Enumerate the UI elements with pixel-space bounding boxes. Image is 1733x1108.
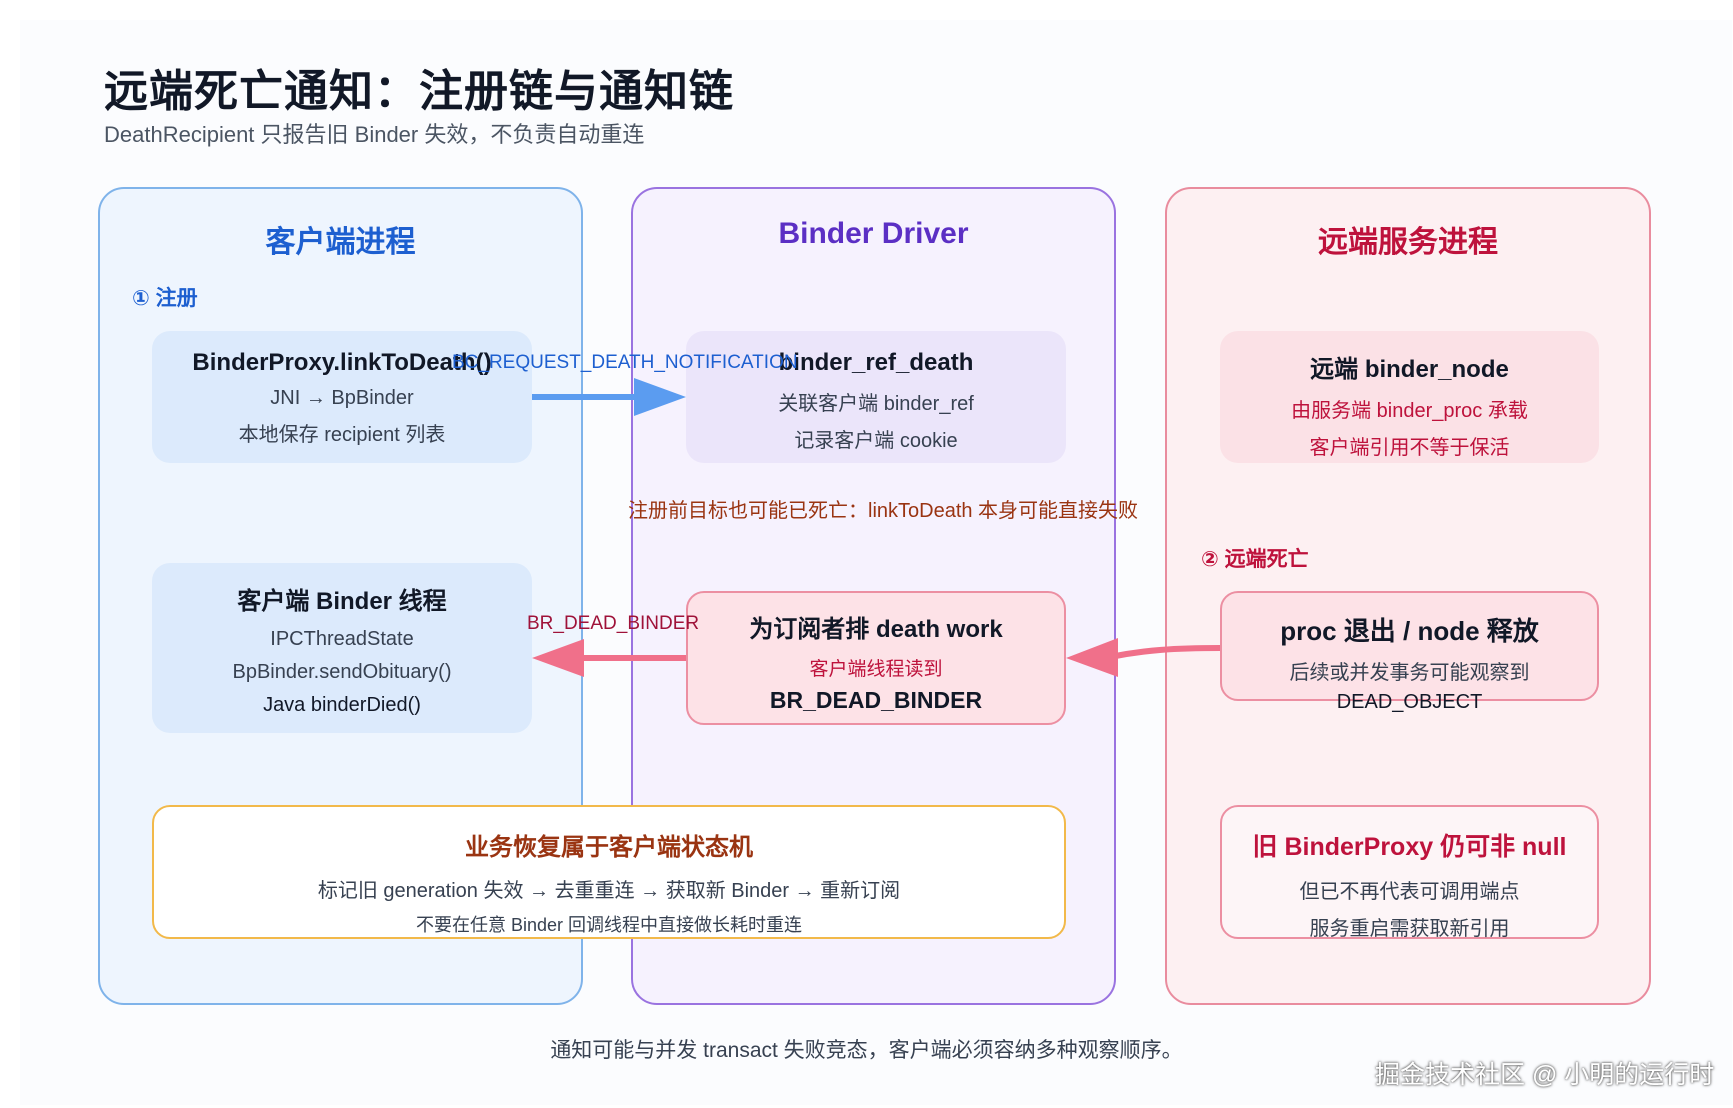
node-remote-binder-node-line-2: 客户端引用不等于保活	[1309, 437, 1510, 459]
lane-driver-title: Binder Driver	[778, 217, 969, 250]
precheck-note: 注册前目标也可能已死亡：linkToDeath 本身可能直接失败	[628, 500, 1139, 522]
node-client-binder-thread: 客户端 Binder 线程 IPCThreadState BpBinder.se…	[152, 563, 532, 733]
step-remote-death-label: ② 远端死亡	[1201, 548, 1309, 571]
node-old-binder-proxy-line-1: 但已不再代表可调用端点	[1299, 881, 1520, 903]
node-client-binder-thread-line-1: IPCThreadState	[270, 628, 414, 650]
node-business-recovery-title: 业务恢复属于客户端状态机	[465, 834, 753, 861]
node-link-to-death-line-1: JNI → BpBinder	[270, 387, 414, 409]
node-death-work-line-1: 客户端线程读到	[809, 659, 943, 680]
node-proc-exit-line-2: DEAD_OBJECT	[1336, 691, 1483, 713]
node-binder-ref-death-title: binder_ref_death	[778, 349, 974, 376]
node-link-to-death-title: BinderProxy.linkToDeath()	[192, 349, 492, 376]
edge-request-label: BC_REQUEST_DEATH_NOTIFICATION	[452, 352, 798, 373]
node-client-binder-thread-title: 客户端 Binder 线程	[237, 588, 447, 615]
node-client-binder-thread-line-2: BpBinder.sendObituary()	[232, 661, 452, 683]
node-remote-binder-node: 远端 binder_node 由服务端 binder_proc 承载 客户端引用…	[1220, 331, 1599, 463]
node-old-binder-proxy-line-2: 服务重启需获取新引用	[1309, 918, 1510, 940]
node-binder-ref-death: binder_ref_death 关联客户端 binder_ref 记录客户端 …	[686, 331, 1066, 463]
node-business-recovery-line-2: 不要在任意 Binder 回调线程中直接做长耗时重连	[415, 915, 803, 935]
watermark: 掘金技术社区 @ 小明的运行时	[1375, 1061, 1715, 1089]
node-remote-binder-node-line-1: 由服务端 binder_proc 承载	[1291, 400, 1528, 422]
edge-dead-label: BR_DEAD_BINDER	[527, 613, 700, 634]
node-client-binder-thread-line-3: Java binderDied()	[263, 694, 421, 716]
node-link-to-death-line-2: 本地保存 recipient 列表	[238, 424, 446, 446]
node-proc-exit-title: proc 退出 / node 释放	[1280, 616, 1539, 646]
node-binder-ref-death-line-1: 关联客户端 binder_ref	[778, 393, 974, 415]
node-old-binder-proxy-title: 旧 BinderProxy 仍可非 null	[1252, 833, 1567, 861]
node-business-recovery-line-1: 标记旧 generation 失效 → 去重重连 → 获取新 Binder → …	[317, 880, 901, 902]
node-old-binder-proxy: 旧 BinderProxy 仍可非 null 但已不再代表可调用端点 服务重启需…	[1220, 805, 1599, 940]
page-subtitle: DeathRecipient 只报告旧 Binder 失效，不负责自动重连	[104, 122, 645, 147]
node-binder-ref-death-line-2: 记录客户端 cookie	[794, 430, 958, 452]
node-proc-exit: proc 退出 / node 释放 后续或并发事务可能观察到 DEAD_OBJE…	[1220, 591, 1599, 713]
footer-note: 通知可能与并发 transact 失败竞态，客户端必须容纳多种观察顺序。	[550, 1039, 1183, 1062]
lane-client-title: 客户端进程	[265, 226, 416, 259]
node-link-to-death: BinderProxy.linkToDeath() JNI → BpBinder…	[152, 331, 532, 463]
step-register-label: ① 注册	[132, 287, 198, 310]
page-title: 远端死亡通知：注册链与通知链	[104, 67, 734, 116]
node-proc-exit-line-1: 后续或并发事务可能观察到	[1289, 662, 1530, 684]
node-business-recovery: 业务恢复属于客户端状态机 标记旧 generation 失效 → 去重重连 → …	[152, 805, 1066, 939]
node-death-work-line-2: BR_DEAD_BINDER	[769, 687, 983, 713]
node-death-work-title: 为订阅者排 death work	[749, 616, 1003, 643]
node-death-work: 为订阅者排 death work 客户端线程读到 BR_DEAD_BINDER	[686, 591, 1066, 725]
lane-remote-title: 远端服务进程	[1318, 226, 1498, 259]
node-remote-binder-node-title: 远端 binder_node	[1310, 356, 1509, 383]
